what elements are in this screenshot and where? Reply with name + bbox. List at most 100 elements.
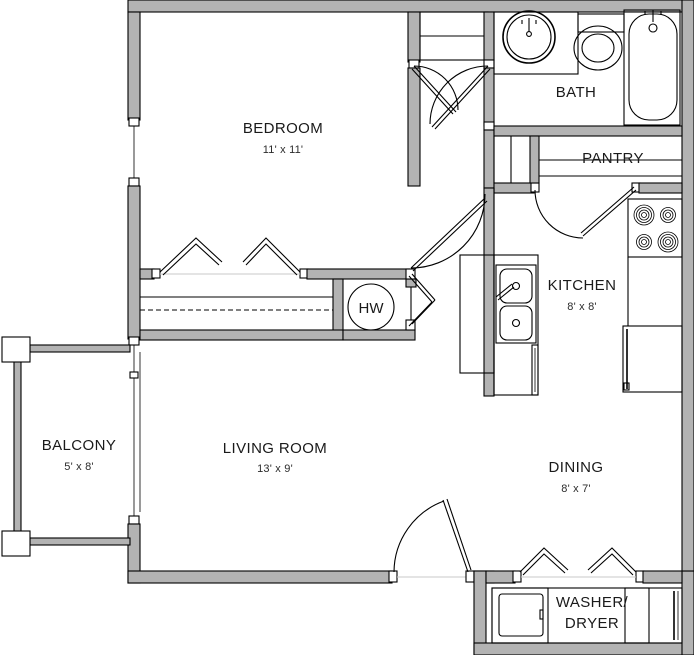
window-jamb-left-2a <box>128 336 140 346</box>
kitchen-sink-basin-bottom <box>499 305 533 341</box>
room-dim-balcony: 5' x 8' <box>64 461 93 473</box>
bathroom-sink-basin-outer <box>502 10 556 64</box>
closet-jamb-left <box>151 268 161 279</box>
wall-closet-right-divider <box>332 278 344 335</box>
room-label-living-room: LIVING ROOM <box>223 440 327 457</box>
kitchen-sink-drain-bottom <box>511 318 521 328</box>
bathtub-drain <box>648 23 658 33</box>
wall-exterior-left-mid <box>127 185 141 340</box>
laundry-bifold-right[interactable] <box>587 547 637 576</box>
water-heater-symbol: HW <box>347 283 395 331</box>
room-dim-living-room: 13' x 9' <box>257 463 293 475</box>
room-label-bath: BATH <box>556 84 597 101</box>
entry-door-jamb-right <box>465 570 475 583</box>
balcony-rail-left <box>13 347 22 541</box>
stove-burner-back-left <box>633 204 655 226</box>
wall-exterior-left-upper <box>127 11 141 121</box>
wall-bath-left-lower <box>407 67 421 187</box>
wall-exterior-right <box>681 0 694 572</box>
wall-laundry-left <box>473 570 487 655</box>
water-heater-label: HW <box>359 300 385 317</box>
room-label-kitchen: KITCHEN <box>548 277 617 294</box>
room-label-dining: DINING <box>549 459 604 476</box>
wall-closet-bottom <box>139 329 344 341</box>
wall-laundry-bottom <box>473 642 694 655</box>
stove-burner-front-left <box>636 234 652 250</box>
doors-group <box>139 65 637 576</box>
front-entry-door[interactable] <box>393 498 472 573</box>
bathroom-sink-basin-inner <box>506 14 552 60</box>
bedroom-closet-bifold-left[interactable] <box>159 237 223 276</box>
stove-burner-front-right <box>657 231 679 253</box>
room-label-pantry: PANTRY <box>582 150 644 167</box>
bathroom-door[interactable] <box>429 65 491 130</box>
balcony-post-top-left <box>1 336 31 363</box>
kitchen-counter-overhang <box>459 254 495 374</box>
room-dim-dining: 8' x 7' <box>561 483 590 495</box>
laundry-bifold-left[interactable] <box>519 547 569 576</box>
kitchen-sink-outline <box>495 264 537 344</box>
wall-bath-partition-upper <box>483 11 495 61</box>
wall-laundry-right <box>681 570 694 655</box>
balcony-group <box>1 336 131 557</box>
water-heater-closet-door[interactable] <box>408 273 436 327</box>
wall-laundry-top-right <box>642 570 683 584</box>
water-heater-circle <box>347 283 395 331</box>
entry-door-jamb-left <box>388 570 398 583</box>
kitchen-fixtures-group <box>459 198 683 396</box>
wall-bath-partition-lower <box>483 67 495 127</box>
room-dim-bedroom: 11' x 11' <box>263 144 303 156</box>
room-labels-group: BEDROOM 11' x 11' BATH PANTRY KITCHEN 8'… <box>42 84 644 632</box>
wall-exterior-top <box>127 0 694 13</box>
wall-bath-bottom <box>493 125 683 137</box>
linen-closet-door[interactable] <box>411 65 459 115</box>
wall-bath-left-upper <box>407 11 421 63</box>
dryer-body <box>624 587 683 644</box>
wall-bath-to-kitchen <box>483 129 495 189</box>
room-label-washer-dryer-line1: WASHER/ <box>556 594 629 611</box>
wall-pantry-bottom-left <box>493 182 535 194</box>
slider-mid-jamb <box>129 371 139 379</box>
toilet-bowl-inner <box>581 33 615 63</box>
bath-door-jamb-lower <box>483 121 495 131</box>
washer-body <box>491 587 549 644</box>
room-label-balcony: BALCONY <box>42 437 117 454</box>
room-label-bedroom: BEDROOM <box>243 120 323 137</box>
wall-pantry-divider <box>529 135 540 184</box>
wall-closet-top-right <box>306 268 412 280</box>
laundry-appliances-group <box>491 587 683 644</box>
balcony-rail-top <box>29 344 131 353</box>
washer-latch <box>539 609 544 620</box>
wall-kitchen-west <box>483 187 495 397</box>
window-jamb-left-1b <box>128 177 140 187</box>
room-label-washer-dryer-line2: DRYER <box>565 615 619 632</box>
kitchen-pantry-door[interactable] <box>534 186 637 252</box>
bedroom-closet-bifold-right[interactable] <box>242 237 301 276</box>
wall-laundry-top-left <box>485 570 516 584</box>
laundry-jamb-1 <box>512 570 522 583</box>
window-jamb-left-1a <box>128 117 140 127</box>
room-dim-kitchen: 8' x 8' <box>567 301 596 313</box>
refrigerator-body <box>622 325 683 393</box>
kitchen-sink-drain-top <box>511 281 521 291</box>
bedroom-entry-door[interactable] <box>410 193 488 272</box>
wall-exterior-bottom-left <box>127 570 393 584</box>
hw-door-jamb-top <box>405 268 416 280</box>
balcony-rail-bottom <box>29 537 131 546</box>
walls-group <box>127 0 694 655</box>
toilet-bowl-outer <box>573 25 623 71</box>
wall-hw-bottom <box>342 329 416 341</box>
bathtub-surround <box>623 9 681 126</box>
kitchen-faucet-neck <box>497 286 515 301</box>
kitchen-dishwasher-edge <box>531 344 539 396</box>
kitchen-sink-basin-top <box>499 268 533 304</box>
range-stove-body <box>627 198 683 258</box>
bathroom-sink-drain <box>526 31 532 37</box>
bath-fixtures-group <box>493 9 681 126</box>
kitchen-faucet-neck-2 <box>495 283 513 298</box>
stove-burner-back-right <box>660 207 676 223</box>
balcony-post-bottom-left <box>1 530 31 557</box>
